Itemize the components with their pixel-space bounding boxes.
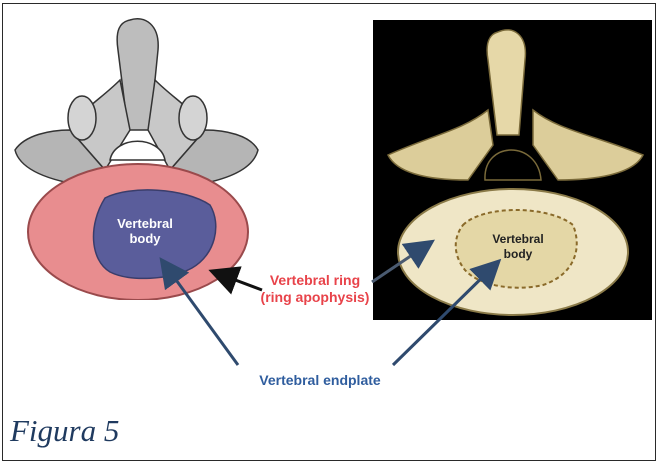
- figure-caption: Figura 5: [10, 413, 119, 449]
- photo-transverse-right: [533, 110, 643, 180]
- label-vertebral-body-right: Vertebral body: [478, 232, 558, 262]
- vertebra-photo-drawing: [373, 20, 652, 320]
- label-vertebral-body-left: Vertebral body: [105, 216, 185, 246]
- photo-foramen: [485, 150, 541, 180]
- photo-spinous-process: [487, 30, 525, 135]
- vertebra-photo: [373, 20, 652, 320]
- articular-process-right: [179, 96, 207, 140]
- vertebra-illustration: [10, 10, 260, 300]
- photo-transverse-left: [388, 110, 493, 180]
- label-vertebral-endplate: Vertebral endplate: [220, 372, 420, 389]
- articular-process-left: [68, 96, 96, 140]
- label-vertebral-ring: Vertebral ring (ring apophysis): [235, 272, 395, 306]
